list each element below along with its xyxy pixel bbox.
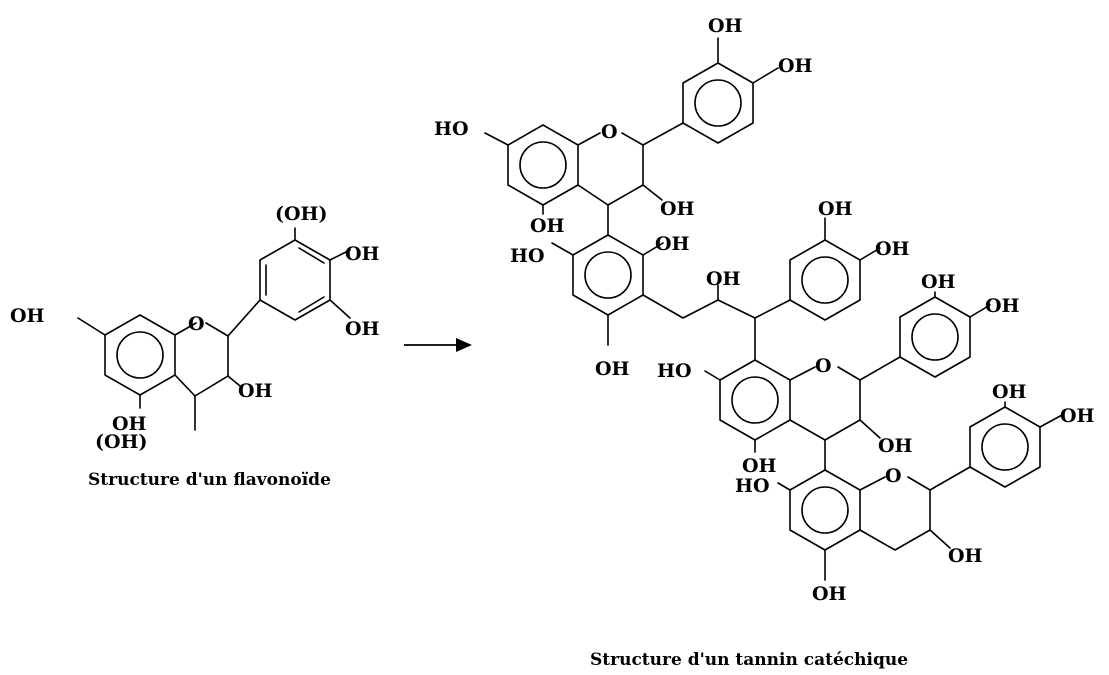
tannin-u3-ring-a	[719, 359, 791, 441]
tannin-u4-ring-oxygen: O	[885, 465, 902, 487]
tannin-u4-oh-bottom: OH	[812, 583, 847, 605]
tannin-u1-ring-b-aromatic	[694, 79, 742, 127]
tannin-u4-ring-c	[859, 476, 931, 551]
tannin-u2-b-oh2: OH	[875, 238, 910, 260]
flavonoid-c2-b-bond	[227, 299, 261, 337]
tannin-u4-ho: HO	[735, 475, 770, 497]
tannin-u3-ring-a-aromatic	[731, 376, 779, 424]
tannin-mid-chain	[642, 284, 719, 319]
flavonoid-ring-oxygen: O	[188, 313, 205, 335]
tannin-u1-ring-oxygen: O	[601, 121, 618, 143]
tannin-u3-ring-b-aromatic	[911, 313, 959, 361]
flavonoid-b-lower-bond	[329, 299, 351, 319]
tannin-u4-oh-c3: OH	[948, 545, 983, 567]
flavonoid-oh-paren-bottom: (OH)	[95, 431, 147, 453]
flavonoid-b-right-bond	[329, 249, 351, 261]
flavonoid-oh-b-right: OH	[345, 243, 380, 265]
tannin-u3-oh-bottom: OH	[742, 455, 777, 477]
tannin-u2-ring-b-aromatic	[801, 256, 849, 304]
tannin-u3-ring-oxygen: O	[815, 355, 832, 377]
tannin-u1-ring-b	[682, 62, 754, 144]
tannin-u1-c-o-bond	[577, 132, 601, 146]
tannin-u1-c2-b-bond	[642, 122, 684, 146]
flavonoid-oh-bottom: OH	[112, 413, 147, 435]
tannin-u3-oh-c3: OH	[878, 435, 913, 457]
flavonoid-ring-b	[259, 239, 331, 321]
flavonoid-oh-left: OH	[10, 305, 45, 327]
tannin-u4-ring-a	[789, 469, 861, 551]
tannin-u1-oh-c3: OH	[660, 198, 695, 220]
flavonoid-ring-a-aromatic	[116, 331, 164, 379]
tannin-u4-ho-bond	[777, 482, 791, 491]
tannin-u1-c3-oh-bond	[642, 184, 663, 201]
tannin-u3-ho-bond	[704, 370, 721, 381]
tannin-mid-ring-aromatic	[584, 251, 632, 299]
tannin-u1-ring-c	[577, 132, 644, 206]
tannin-mid-chain-to-b	[754, 299, 791, 319]
tannin-mid-ring	[572, 234, 644, 316]
tannin-u3-b-oh1: OH	[921, 271, 956, 293]
tannin-u4-c2-b-bond	[929, 466, 971, 491]
arrow-head	[456, 338, 472, 352]
tannin-u1-ring-a-aromatic	[519, 141, 567, 189]
tannin-u4-ring-b	[969, 406, 1041, 488]
tannin-u1-b-oh1: OH	[708, 15, 743, 37]
tannin-u1-ho-bond	[484, 132, 509, 146]
flavonoid-c3-bond	[227, 375, 241, 387]
tannin-u4-c3-oh-bond	[929, 529, 951, 549]
tannin-u3-ring-c	[789, 366, 861, 441]
tannin-mid-oh-bottom: OH	[595, 358, 630, 380]
flavonoid-a-left-bond	[77, 317, 106, 336]
tannin-structure: HO O OH OH OH OH HO OH OH OH OH OH	[434, 15, 1095, 670]
tannin-u3-b-oh2-bond	[969, 304, 991, 318]
tannin-u1-b-oh2-bond	[752, 67, 779, 84]
tannin-u2-ring-b	[789, 239, 861, 321]
tannin-mid-oh-bond	[642, 242, 664, 256]
tannin-u4-c-o-bond	[859, 476, 886, 491]
tannin-u1-ring-a	[507, 124, 579, 206]
tannin-u3-c2-b-bond	[859, 356, 901, 381]
tannin-u4-b-oh2-bond	[1039, 414, 1063, 428]
flavonoid-structure: OH O OH OH (OH) (OH) OH OH Structure d'u…	[10, 203, 380, 490]
flavonoid-ring-b-double-2	[298, 247, 325, 264]
tannin-u4-ring-a-aromatic	[801, 486, 849, 534]
tannin-caption: Structure d'un tannin catéchique	[590, 650, 908, 670]
tannin-mid-oh: OH	[655, 233, 690, 255]
tannin-u1-ho: HO	[434, 118, 469, 140]
tannin-u4-b-oh1: OH	[992, 381, 1027, 403]
flavonoid-oh-b-lower: OH	[345, 318, 380, 340]
flavonoid-oh-paren-top: (OH)	[275, 203, 327, 225]
tannin-u1-b-oh2: OH	[778, 55, 813, 77]
flavonoid-oh-c3: OH	[238, 380, 273, 402]
tannin-u3-c3-oh-bond	[859, 419, 881, 439]
tannin-mid-chain-oh: OH	[706, 268, 741, 290]
flavonoid-ring-a	[104, 314, 176, 396]
tannin-u3-ring-b	[899, 296, 971, 378]
tannin-u4-ring-b-aromatic	[981, 423, 1029, 471]
tannin-u3-ho: HO	[657, 360, 692, 382]
flavonoid-caption: Structure d'un flavonoïde	[88, 470, 331, 490]
reaction-arrow	[404, 338, 472, 352]
tannin-mid-ho: HO	[510, 245, 545, 267]
tannin-u2-b-oh1: OH	[818, 198, 853, 220]
tannin-u3-c-o-bond	[789, 366, 816, 381]
tannin-u2-b-oh2-bond	[859, 247, 881, 261]
tannin-u1-oh-bottom: OH	[530, 215, 565, 237]
tannin-mid-chain-2	[717, 299, 756, 319]
flavonoid-ring-b-double-3	[298, 296, 325, 313]
tannin-mid-ho-bond	[551, 242, 574, 256]
tannin-u3-b-oh2: OH	[985, 295, 1020, 317]
flavonoid-ring-c	[174, 322, 197, 336]
tannin-u4-b-oh2: OH	[1060, 405, 1095, 427]
